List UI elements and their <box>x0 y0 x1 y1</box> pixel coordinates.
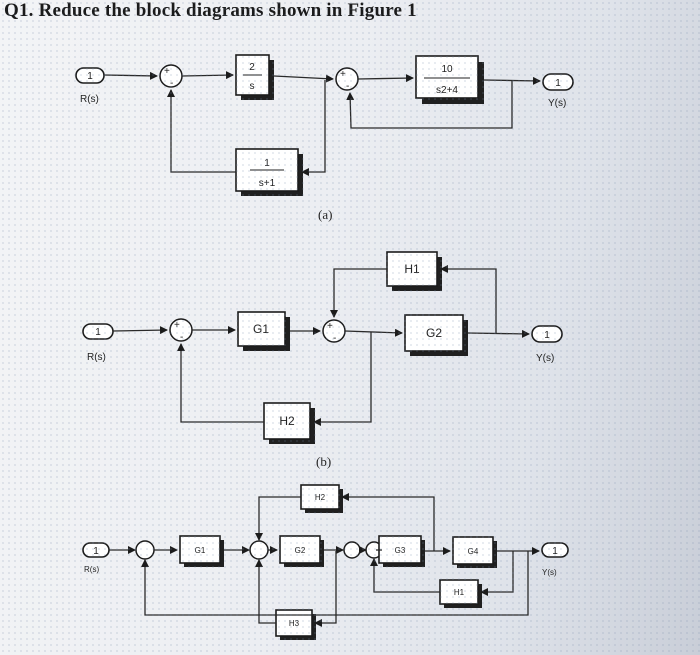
svg-text:1: 1 <box>552 546 558 557</box>
diagram-b: 1 R(s) + - G1 + - H1 G2 <box>82 251 563 469</box>
svg-text:+: + <box>164 66 170 77</box>
svg-text:10: 10 <box>441 64 453 75</box>
diagram-c-sum-3 <box>343 541 361 559</box>
svg-text:-: - <box>170 78 173 89</box>
diagram-c-input-label: R(s) <box>84 565 99 574</box>
svg-text:-: - <box>346 81 349 92</box>
svg-text:H1: H1 <box>454 588 465 597</box>
svg-text:-: - <box>180 332 183 343</box>
diagram-c-block-h3: H3 <box>275 609 316 640</box>
diagram-c-input-port: 1 <box>82 542 110 558</box>
diagram-c-block-g1: G1 <box>179 535 224 567</box>
diagram-a-input-port: 1 <box>75 67 105 84</box>
diagram-a-output-port: 1 <box>542 73 574 91</box>
diagram-b-block-g1: G1 <box>237 311 290 351</box>
diagram-c-block-g3: G3 <box>378 535 425 567</box>
diagram-c-sum-2 <box>249 540 269 560</box>
diagram-a-block-integrator: 2 s <box>235 54 274 100</box>
diagram-b-block-h1: H1 <box>386 251 442 291</box>
diagram-c-sum-1 <box>135 540 155 560</box>
svg-text:s2+4: s2+4 <box>436 85 458 96</box>
diagram-c-block-h2: H2 <box>300 484 343 513</box>
svg-text:G1: G1 <box>253 322 269 336</box>
diagram-c-block-g4: G4 <box>452 536 497 568</box>
svg-text:1: 1 <box>87 71 93 82</box>
svg-text:1: 1 <box>555 78 561 89</box>
svg-text:G2: G2 <box>426 326 442 340</box>
svg-text:1: 1 <box>264 158 270 169</box>
diagram-b-input-label: R(s) <box>87 352 106 363</box>
svg-text:-: - <box>333 333 336 344</box>
diagram-c-block-h1: H1 <box>439 579 482 608</box>
svg-text:s+1: s+1 <box>259 178 276 189</box>
question-heading: Q1. Reduce the block diagrams shown in F… <box>4 0 417 21</box>
diagram-b-block-h2: H2 <box>263 402 315 444</box>
svg-text:H2: H2 <box>315 493 326 502</box>
svg-text:1: 1 <box>93 546 99 557</box>
svg-text:+: + <box>327 321 333 332</box>
svg-text:+: + <box>340 69 346 80</box>
diagram-c-block-g2: G2 <box>279 535 324 567</box>
diagram-a: 1 R(s) + - 2 s + - 10 <box>75 54 574 222</box>
svg-text:+: + <box>174 320 180 331</box>
diagram-c-output-label: Y(s) <box>542 568 557 577</box>
svg-text:H1: H1 <box>404 262 420 276</box>
svg-text:G1: G1 <box>195 546 206 555</box>
diagram-a-block-plant: 10 s2+4 <box>415 55 484 104</box>
svg-text:s: s <box>250 81 255 92</box>
diagram-b-output-port: 1 <box>531 325 563 343</box>
diagram-b-caption: (b) <box>316 454 331 469</box>
diagram-a-caption: (a) <box>318 207 332 222</box>
svg-text:G3: G3 <box>395 546 406 555</box>
diagram-b-input-port: 1 <box>82 323 114 340</box>
svg-text:H2: H2 <box>279 414 295 428</box>
diagram-a-output-label: Y(s) <box>548 98 566 109</box>
svg-text:G2: G2 <box>295 546 306 555</box>
diagram-b-output-label: Y(s) <box>536 353 554 364</box>
svg-text:G4: G4 <box>468 547 479 556</box>
diagram-a-input-label: R(s) <box>80 94 99 105</box>
diagram-a-block-feedback: 1 s+1 <box>235 148 303 196</box>
diagram-b-block-g2: G2 <box>404 314 468 356</box>
diagram-c-output-port: 1 <box>541 542 569 558</box>
svg-text:2: 2 <box>249 62 255 73</box>
diagram-c: 1 R(s) G1 G2 H2 <box>82 484 569 640</box>
svg-text:H3: H3 <box>289 619 300 628</box>
svg-text:1: 1 <box>544 330 550 341</box>
svg-text:1: 1 <box>95 327 101 338</box>
